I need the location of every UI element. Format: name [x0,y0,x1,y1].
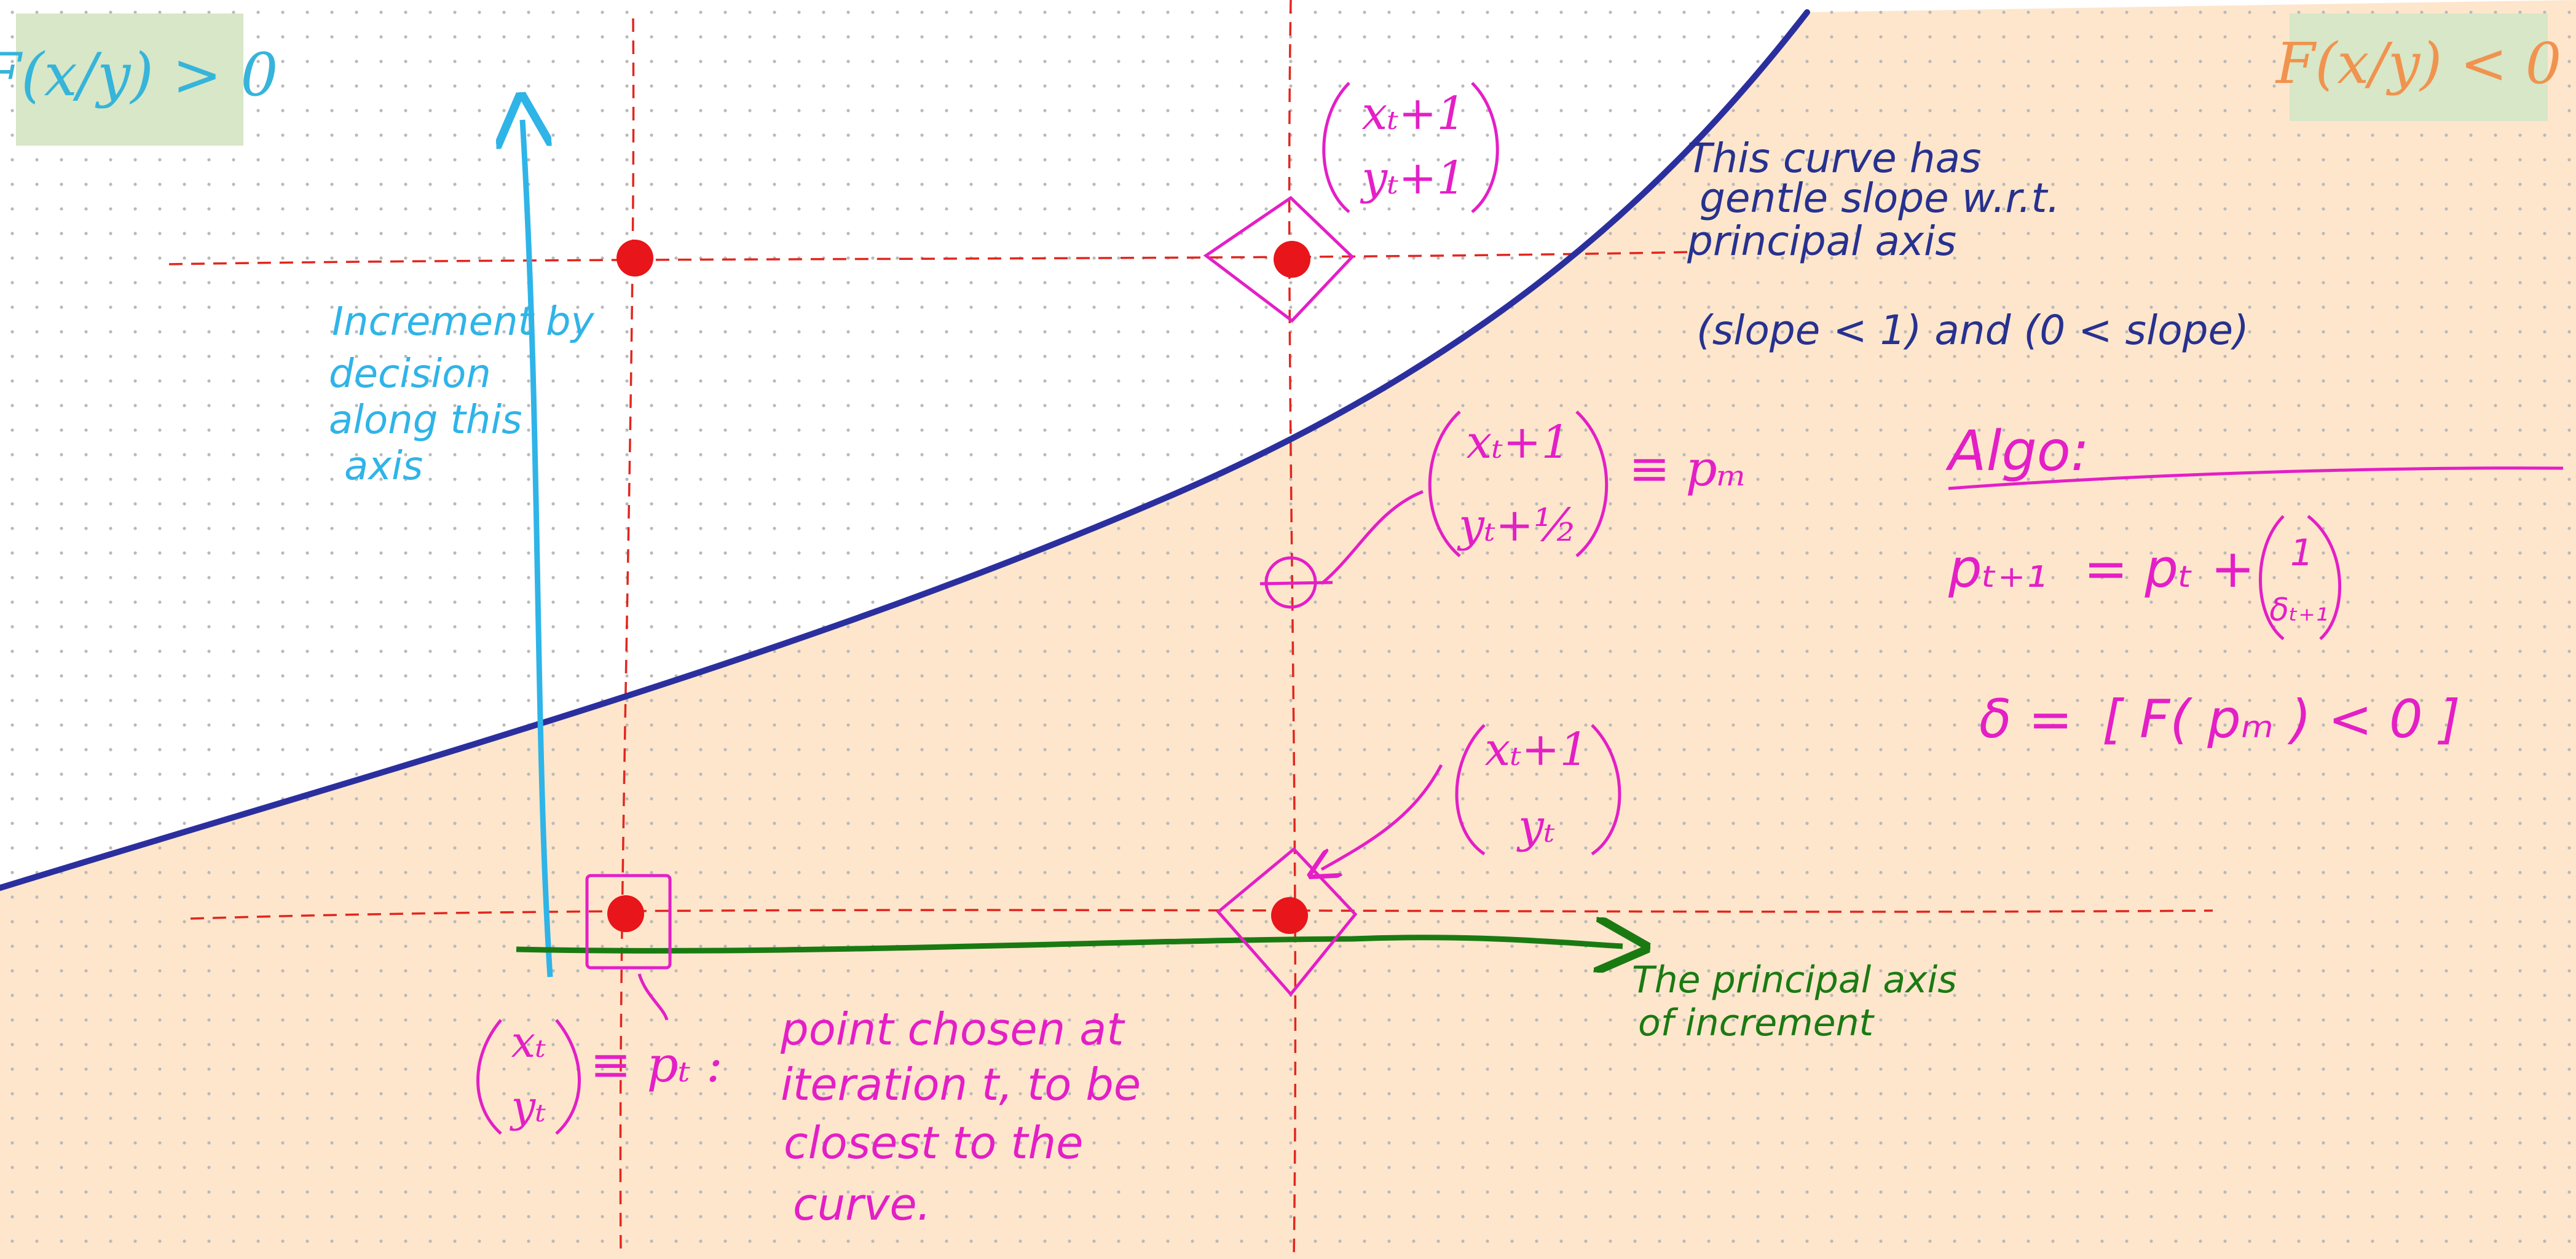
svg-text:pₜ₊₁: pₜ₊₁ [1948,538,2047,600]
vector-bottom-right: xₜ+1 yₜ [1321,723,1621,869]
guide-lines [168,0,2213,1259]
svg-text:δₜ₊₁: δₜ₊₁ [2269,592,2328,629]
svg-text:yₜ: yₜ [510,1081,546,1132]
svg-text:gentle slope w.r.t.: gentle slope w.r.t. [1700,175,2060,222]
guide-vertical-right [1288,0,1297,1259]
svg-text:yₜ+½: yₜ+½ [1457,499,1578,552]
curve [0,9,1810,891]
bottom-right-pointer [1321,764,1443,869]
svg-text:curve.: curve. [793,1179,931,1230]
diamond-top [1203,195,1355,323]
decision-axis-arrow [522,120,553,978]
current-point-link [637,973,669,1021]
note-principal-axis: The principal axis of increment [1632,959,1957,1045]
svg-text:(slope < 1) and (0 < slope): (slope < 1) and (0 < slope) [1696,307,2249,354]
svg-text:xₜ+1: xₜ+1 [1484,723,1588,776]
point-top-left [616,240,653,277]
svg-text:yₜ: yₜ [1516,800,1555,853]
svg-text:F(x/y) > 0: F(x/y) > 0 [0,41,278,109]
point-bottom-left [607,895,644,932]
midpoint-pointer [1320,490,1424,585]
square-current [585,874,672,970]
algo-underline [1948,466,2564,490]
note-curve: This curve has gentle slope w.r.t. princ… [1687,135,2249,354]
svg-text:The principal axis: The principal axis [1632,959,1957,1002]
guide-horizontal-top [168,251,1697,265]
svg-text:point chosen at: point chosen at [780,1003,1125,1055]
svg-text:Increment by: Increment by [332,299,595,345]
svg-text:1: 1 [2290,531,2314,575]
svg-text:δ =: δ = [1979,689,2073,750]
svg-text:axis: axis [344,444,423,489]
svg-text:[ F( pₘ ) < 0 ]: [ F( pₘ ) < 0 ] [2102,689,2460,750]
note-point-chosen: point chosen at iteration t, to be close… [780,1003,1141,1230]
vector-top-right: xₜ+1 yₜ+1 [1322,82,1499,213]
principal-axis-arrow [516,938,1623,951]
point-top-right [1274,241,1310,278]
algo-title: Algo: [1945,419,2089,484]
region-label-negative: F(x/y) < 0 [2275,14,2562,121]
svg-text:xₜ: xₜ [511,1017,546,1067]
svg-text:yₜ+1: yₜ+1 [1360,152,1465,205]
svg-text:along this: along this [329,398,522,443]
svg-text:≡ pₜ :: ≡ pₜ : [590,1036,723,1093]
svg-text:of increment: of increment [1638,1002,1875,1045]
diamond-bottom [1216,847,1358,997]
svg-text:F(x/y) < 0: F(x/y) < 0 [2275,31,2562,96]
guide-horizontal-bottom [190,909,2213,920]
region-label-positive: F(x/y) > 0 [0,14,278,146]
svg-text:xₜ+1: xₜ+1 [1361,87,1465,140]
point-bottom-right [1271,897,1308,934]
svg-text:≡ pₘ: ≡ pₘ [1629,440,1747,497]
vector-current: xₜ yₜ ≡ pₜ : [476,1017,723,1135]
svg-text:= pₜ +: = pₜ + [2084,538,2255,600]
midpoint-tick [1259,581,1333,586]
svg-text:iteration t, to be: iteration t, to be [781,1059,1141,1110]
note-decision-axis: Increment by decision along this axis [329,299,595,489]
svg-text:closest to the: closest to the [784,1117,1083,1169]
candidate-markers [585,195,1358,1021]
guide-vertical-left [619,18,635,1254]
svg-text:This curve has: This curve has [1687,135,1981,182]
svg-text:principal axis: principal axis [1687,218,1956,265]
svg-text:xₜ+1: xₜ+1 [1466,416,1570,469]
vector-midpoint: xₜ+1 yₜ+½ ≡ pₘ [1320,410,1747,585]
algo-block: Algo: pₜ₊₁ = pₜ + 1 δₜ₊₁ δ = [ F( pₘ ) <… [1945,419,2564,750]
svg-text:decision: decision [329,351,491,397]
